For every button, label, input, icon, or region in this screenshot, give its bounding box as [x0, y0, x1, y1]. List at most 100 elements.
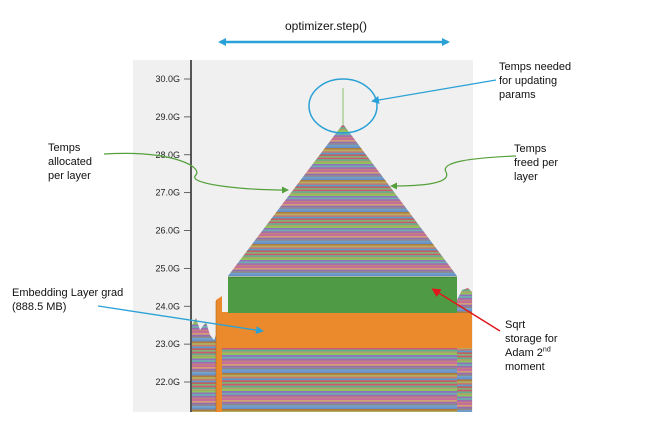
allocation-stripe	[192, 339, 222, 342]
allocation-stripe	[192, 406, 222, 408]
allocation-stripe	[457, 396, 472, 399]
allocation-stripe	[457, 379, 472, 382]
allocation-stripe	[228, 184, 457, 187]
allocation-stripe	[192, 355, 222, 357]
allocation-stripe	[228, 135, 457, 137]
allocation-stripe	[192, 336, 222, 339]
allocation-stripe	[228, 205, 457, 208]
allocation-stripe	[228, 255, 457, 257]
allocation-stripe	[228, 220, 457, 222]
allocation-stripe	[222, 364, 472, 366]
allocation-stripe	[228, 221, 457, 224]
allocation-stripe	[228, 218, 457, 221]
allocation-stripe	[228, 237, 457, 240]
allocation-stripe	[457, 306, 472, 309]
allocation-stripe	[457, 377, 472, 380]
allocation-stripe	[457, 389, 472, 392]
allocation-stripe	[228, 144, 457, 147]
allocation-stripe	[228, 194, 457, 197]
allocation-stripe	[228, 152, 457, 155]
allocation-stripe	[228, 266, 457, 269]
allocation-stripe	[192, 387, 222, 390]
allocation-stripe	[228, 216, 457, 219]
y-tick-label: 26.0G	[155, 226, 180, 236]
allocation-stripe	[228, 272, 457, 275]
allocation-stripe	[457, 372, 472, 375]
y-tick-label: 28.0G	[155, 150, 180, 160]
allocation-stripe	[228, 133, 457, 136]
allocation-stripe	[222, 409, 472, 411]
allocation-stripe	[222, 374, 472, 377]
allocation-stripe	[457, 292, 472, 295]
allocation-stripe	[192, 401, 222, 403]
allocation-stripe	[457, 297, 472, 300]
allocation-stripe	[228, 226, 457, 229]
allocation-stripe	[457, 355, 472, 358]
allocation-stripe	[457, 289, 472, 292]
allocation-stripe	[228, 156, 457, 158]
allocation-stripe	[192, 341, 222, 344]
allocation-stripe	[192, 402, 222, 405]
y-tick-label: 24.0G	[155, 301, 180, 311]
allocation-stripe	[457, 391, 472, 394]
allocation-stripe	[192, 404, 222, 407]
allocation-stripe	[228, 186, 457, 189]
allocation-stripe	[457, 401, 472, 404]
allocation-stripe	[192, 397, 222, 400]
temps-allocated-arrow	[103, 152, 289, 194]
allocation-stripe	[192, 360, 222, 363]
allocation-stripe	[222, 373, 472, 375]
allocation-stripe	[192, 390, 222, 393]
allocation-stripe	[457, 410, 472, 412]
allocation-stripe	[222, 389, 472, 392]
allocation-stripe	[222, 360, 472, 363]
allocation-stripe	[228, 232, 457, 235]
allocation-stripe	[192, 380, 222, 383]
allocation-stripe	[228, 224, 457, 227]
allocation-stripe	[228, 130, 457, 133]
allocation-stripe	[222, 387, 472, 390]
allocation-stripe	[222, 378, 472, 381]
allocation-stripe	[228, 160, 457, 163]
allocation-stripe	[192, 350, 222, 352]
allocation-stripe	[222, 410, 472, 412]
allocation-stripe	[228, 168, 457, 171]
allocation-stripe	[228, 178, 457, 181]
allocation-stripe	[457, 362, 472, 365]
allocation-stripe	[228, 191, 457, 193]
sqrt-storage-label: Sqrt storage for Adam 2nd moment	[505, 319, 558, 373]
allocation-stripe	[457, 393, 472, 395]
allocation-stripe	[228, 245, 457, 248]
temps-freed-label: Temps freed per layer	[514, 143, 559, 183]
allocation-stripe	[192, 356, 222, 359]
allocation-stripe	[192, 343, 222, 346]
allocation-stripe	[228, 175, 457, 177]
allocation-stripe	[192, 331, 222, 334]
allocation-stripe	[228, 263, 457, 265]
allocation-stripe	[228, 248, 457, 251]
allocation-stripe	[192, 361, 222, 364]
allocation-stripe	[222, 385, 472, 388]
allocation-stripe	[228, 128, 457, 131]
allocation-stripe	[228, 258, 457, 261]
y-tick-label: 22.0G	[155, 377, 180, 387]
allocation-stripe	[228, 173, 457, 176]
allocation-stripe	[228, 212, 457, 214]
allocation-stripe	[228, 140, 457, 142]
temps-needed-arrow	[371, 79, 497, 104]
allocation-stripe	[457, 384, 472, 387]
allocation-stripe	[228, 252, 457, 254]
allocation-stripe	[192, 394, 222, 397]
allocation-stripe	[192, 327, 222, 330]
allocation-stripe	[228, 269, 457, 272]
allocation-stripe	[228, 210, 457, 213]
allocation-stripe	[228, 157, 457, 160]
allocation-stripe	[228, 192, 457, 195]
allocation-stripe	[457, 357, 472, 360]
allocation-stripe	[228, 167, 457, 169]
allocation-stripe	[457, 359, 472, 361]
y-tick-label: 27.0G	[155, 188, 180, 198]
allocation-stripe	[192, 358, 222, 361]
allocation-stripe	[192, 377, 222, 380]
allocation-stripe	[457, 399, 472, 402]
